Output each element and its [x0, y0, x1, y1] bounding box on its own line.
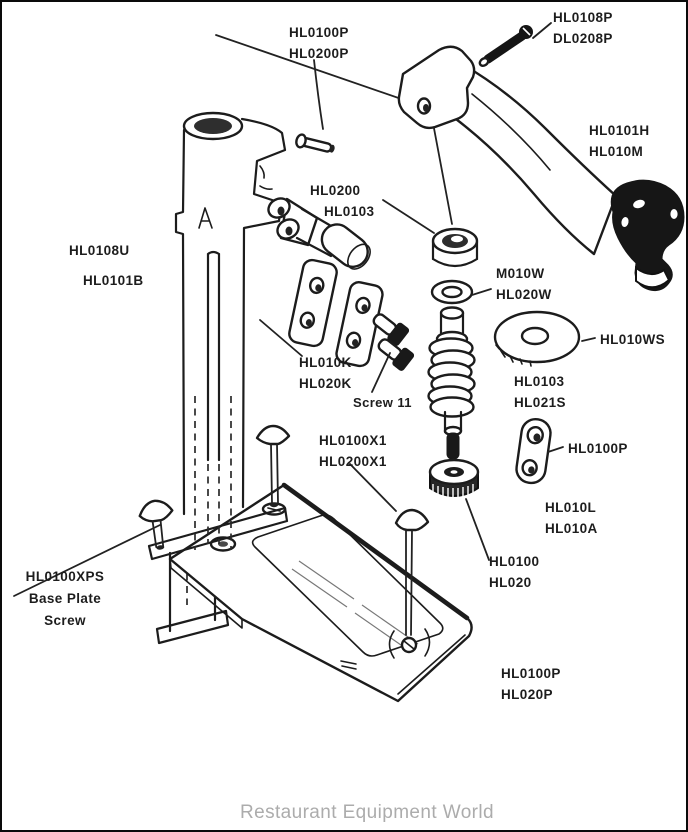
- clamp-screw-2: [374, 333, 415, 371]
- clamp-screw-1: [369, 308, 410, 346]
- label-line: HL0100: [489, 554, 540, 569]
- label-line: HL010M: [589, 144, 644, 159]
- label-line: DL0208P: [553, 31, 613, 46]
- label-stud: HL0100X1 HL0200X1: [319, 430, 387, 472]
- label-pin-screw: HL0100P HL0200P: [289, 22, 349, 64]
- label-main-body: HL0108U HL0101B: [69, 236, 144, 296]
- label-handle-arm: HL0101H HL010M: [589, 120, 650, 162]
- label-line: HL0100P: [501, 666, 561, 681]
- handle-arm-drawing: [399, 25, 684, 291]
- label-line: HL0200X1: [319, 454, 387, 469]
- label-line: HL0200: [310, 183, 361, 198]
- label-line: HL010K: [299, 355, 352, 370]
- label-base-screw-right: HL0100P HL020P: [501, 663, 561, 705]
- label-line: Base Plate: [28, 591, 102, 606]
- base-plate: [170, 485, 472, 701]
- label-line: HL0101H: [589, 123, 650, 138]
- bushing-drawing: [433, 123, 477, 266]
- label-line: HL0100P: [568, 441, 628, 456]
- label-line: HL020W: [496, 287, 552, 302]
- label-line: Screw: [44, 613, 86, 628]
- label-line: HL0101B: [83, 273, 144, 288]
- base-screw-right-drawing: [396, 510, 428, 635]
- handle-screw-drawing: [478, 25, 533, 67]
- label-line: HL020K: [299, 376, 352, 391]
- pivot-pin: [295, 134, 335, 156]
- label-screw11: Screw 11: [353, 392, 412, 413]
- label-line: HL0103: [514, 374, 565, 389]
- label-handle-screw: HL0108P DL0208P: [553, 7, 613, 49]
- handle-knob: [611, 180, 684, 290]
- footer-watermark: Restaurant Equipment World: [239, 802, 494, 823]
- label-line: HL0108U: [69, 243, 130, 258]
- label-bushing: HL0200 HL0103: [310, 180, 374, 222]
- label-knife-wheel: HL0100 HL020: [489, 551, 539, 593]
- label-line: HL0100P: [289, 25, 349, 40]
- knife-wheel-drawing: [430, 460, 478, 502]
- label-line: HL010L: [545, 500, 597, 515]
- label-line: HL0108P: [553, 10, 613, 25]
- label-line: HL0100XPS: [25, 569, 105, 584]
- main-body-column: [176, 113, 285, 514]
- hidden-lines: [195, 396, 231, 550]
- label-line: HL0103: [324, 204, 375, 219]
- label-line: HL020: [489, 575, 532, 590]
- label-line: M010W: [496, 266, 545, 281]
- label-clamp: HL010K HL020K: [299, 352, 352, 394]
- label-line: HL0100X1: [319, 433, 387, 448]
- leader-lines: [14, 23, 595, 596]
- worm-gear-drawing: [429, 308, 475, 460]
- label-small-washer: M010W HL020W: [496, 263, 552, 305]
- label-line: HL020P: [501, 687, 553, 702]
- small-washer-drawing: [432, 281, 472, 303]
- label-line: HL010WS: [600, 332, 666, 347]
- label-line: HL0200P: [289, 46, 349, 61]
- flat-washer-drawing: [495, 312, 579, 366]
- label-line: Screw 11: [353, 395, 412, 410]
- base-screw-left: [138, 499, 178, 550]
- clamp-assembly: [265, 195, 415, 372]
- link-plate-drawing: [515, 417, 553, 484]
- label-line: HL021S: [514, 395, 566, 410]
- label-link-plate: HL0100P: [568, 438, 628, 459]
- base-screw-middle: [257, 426, 289, 508]
- label-flat-washer: HL010WS: [600, 329, 665, 350]
- label-idler: HL010L HL010A: [545, 497, 598, 539]
- label-line: HL010A: [545, 521, 598, 536]
- label-base-plate-screw: HL0100XPS Base Plate Screw: [6, 566, 124, 632]
- label-gear: HL0103 HL021S: [514, 371, 566, 413]
